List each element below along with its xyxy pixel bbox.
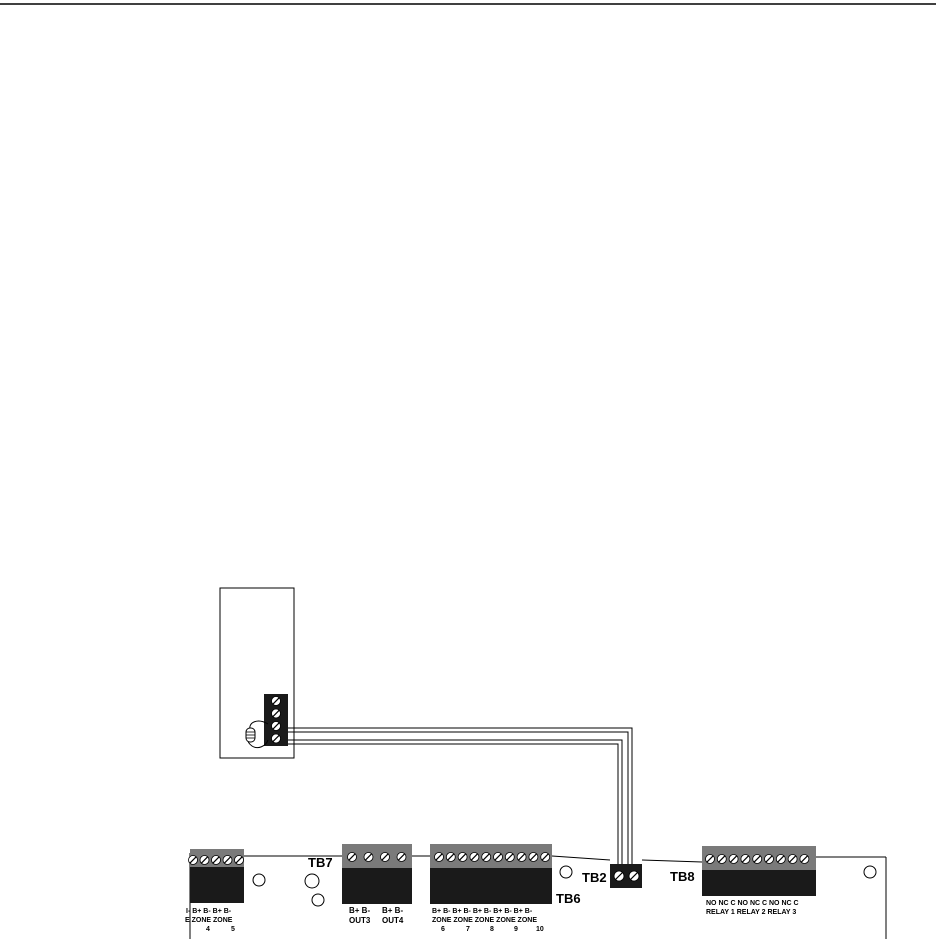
tb6-zone-labels: ZONE ZONE ZONE ZONE ZONE bbox=[432, 917, 537, 924]
screw-slot bbox=[189, 856, 197, 864]
screw-slot bbox=[272, 697, 280, 705]
zone-5-number: 5 bbox=[231, 926, 235, 933]
terminal-block-tb8 bbox=[702, 846, 816, 896]
screw-slot bbox=[397, 853, 406, 861]
screw-slot bbox=[364, 853, 373, 861]
screw-slot bbox=[459, 853, 467, 861]
tb8-label: TB8 bbox=[670, 869, 695, 884]
screw-slot bbox=[272, 734, 280, 743]
screw-slot bbox=[381, 853, 389, 861]
left-block-terminal-labels: I- B+ B- B+ B- bbox=[186, 908, 232, 915]
screw-slot bbox=[200, 856, 209, 864]
screw-slot bbox=[272, 709, 280, 718]
screw-slot bbox=[615, 872, 623, 880]
screw-slot bbox=[223, 856, 232, 864]
terminal-block-left-partial bbox=[188, 849, 244, 903]
zone-10-number: 10 bbox=[536, 926, 544, 933]
tb8-contact-labels: NO NC C NO NC C NO NC C bbox=[706, 900, 799, 907]
screw-slot bbox=[212, 856, 220, 864]
terminal-block-tb6 bbox=[430, 844, 552, 904]
screw-slot bbox=[630, 872, 638, 880]
zone-7-number: 7 bbox=[466, 926, 470, 933]
tb7-out4-label: OUT4 bbox=[382, 916, 404, 925]
screw-slot bbox=[494, 853, 502, 861]
tb2-label: TB2 bbox=[582, 870, 607, 885]
screw-slot bbox=[541, 853, 549, 861]
screw-slot bbox=[800, 855, 808, 863]
tb8-relay-labels: RELAY 1 RELAY 2 RELAY 3 bbox=[706, 909, 796, 916]
screw-slot bbox=[518, 853, 526, 861]
left-block-zone-labels: E ZONE ZONE bbox=[185, 917, 233, 924]
tb7-out3-terminals: B+ B- bbox=[349, 906, 370, 915]
screw-slot bbox=[789, 855, 797, 863]
tb6-terminal-labels: B+ B- B+ B- B+ B- B+ B- B+ B- bbox=[432, 908, 533, 915]
screw-slot bbox=[706, 855, 714, 863]
screw-slot bbox=[741, 855, 749, 863]
screw-slot bbox=[506, 853, 514, 861]
zone-8-number: 8 bbox=[490, 926, 494, 933]
eol-resistor-icon bbox=[245, 720, 269, 749]
mounting-holes bbox=[252, 865, 877, 907]
screw-slot bbox=[348, 853, 356, 861]
terminal-block-tb7 bbox=[342, 844, 412, 904]
zone-6-number: 6 bbox=[441, 926, 445, 933]
terminal-block-tb2 bbox=[610, 864, 642, 888]
screw-slot bbox=[235, 856, 243, 864]
screw-slot bbox=[470, 853, 478, 861]
screw-slot bbox=[272, 722, 280, 730]
tb7-label: TB7 bbox=[308, 855, 333, 870]
zone-4-number: 4 bbox=[206, 926, 210, 933]
screw-slot bbox=[482, 853, 490, 861]
tb6-label: TB6 bbox=[556, 891, 581, 906]
screw-slot bbox=[765, 855, 773, 863]
screw-slot bbox=[529, 853, 537, 861]
screw-slot bbox=[730, 855, 738, 863]
screw-slot bbox=[753, 855, 761, 863]
tb7-out4-terminals: B+ B- bbox=[382, 906, 403, 915]
device-terminal-strip bbox=[264, 694, 288, 746]
screw-slot bbox=[718, 855, 726, 863]
tb7-out3-label: OUT3 bbox=[349, 916, 371, 925]
screw-slot bbox=[447, 853, 455, 861]
wire-pair bbox=[288, 727, 633, 872]
panel-outline bbox=[189, 853, 887, 939]
zone-9-number: 9 bbox=[514, 926, 518, 933]
screw-slot bbox=[435, 853, 443, 861]
screw-slot bbox=[777, 855, 785, 863]
